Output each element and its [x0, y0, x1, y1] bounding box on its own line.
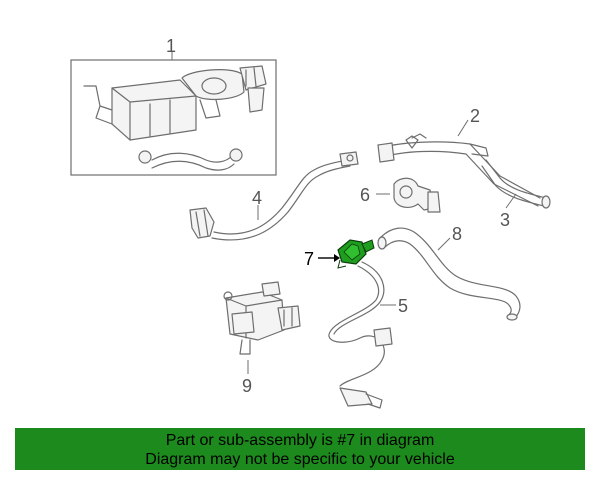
banner-line-1: Part or sub-assembly is #7 in diagram	[165, 432, 435, 449]
part-3-vent-tube[interactable]	[481, 159, 551, 209]
callout-8: 8	[452, 224, 462, 244]
callout-7: 7	[304, 249, 314, 269]
part-6-knock-sensor[interactable]	[393, 177, 441, 213]
part-4-oxygen-sensor[interactable]	[189, 151, 359, 241]
info-banner: Part or sub-assembly is #7 in diagram Di…	[15, 428, 585, 470]
callout-2: 2	[470, 106, 480, 126]
callout-9: 9	[242, 376, 252, 396]
part-9-vacuum-valve[interactable]	[223, 281, 301, 355]
part-8-pcv-hose[interactable]	[377, 227, 521, 321]
callout-4: 4	[252, 188, 262, 208]
banner-line-2: Diagram may not be specific to your vehi…	[145, 451, 455, 468]
part-5-oxygen-sensor[interactable]	[328, 261, 393, 409]
callout-6: 6	[360, 185, 370, 205]
callout-1: 1	[166, 36, 176, 56]
callout-3: 3	[500, 210, 510, 230]
callout-5: 5	[398, 296, 408, 316]
part-1-canister-assembly[interactable]	[70, 52, 277, 176]
part-7-pcv-valve[interactable]	[337, 239, 375, 269]
part-2-purge-tube[interactable]	[377, 133, 541, 207]
